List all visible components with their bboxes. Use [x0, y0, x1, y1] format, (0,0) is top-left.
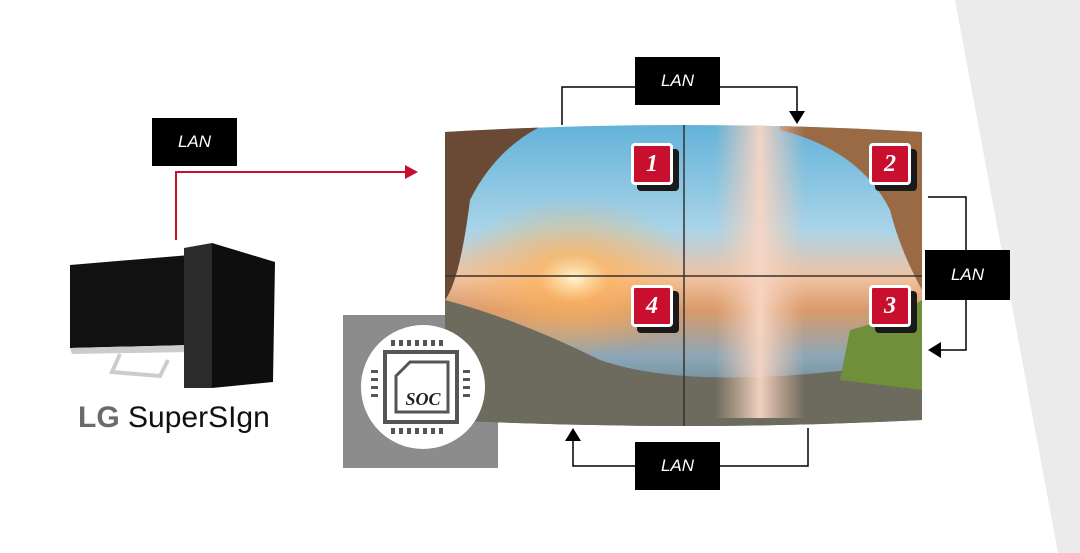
supersign-logo-text: SuperSIgn: [128, 401, 270, 434]
display-badge-3: 3: [869, 285, 911, 327]
soc-label: SOC: [405, 389, 441, 409]
arrow-left-icon: [928, 342, 941, 358]
lan-label-right: LAN: [925, 250, 1010, 300]
pc-to-wall-connection: [175, 171, 408, 240]
display-badge-4: 4: [631, 285, 673, 327]
soc-chip-icon: [361, 325, 485, 449]
arrow-up-icon: [565, 428, 581, 441]
arrow-right-icon: [405, 165, 418, 179]
display-badge-1: 1: [631, 143, 673, 185]
lan-label-bottom: LAN: [635, 442, 720, 490]
lan-label-top: LAN: [635, 57, 720, 105]
top-connection: [561, 86, 635, 125]
video-wall: [445, 125, 922, 426]
lg-supersign-logo: LG SuperSIgn: [78, 400, 270, 436]
pc-icon: [70, 243, 275, 388]
right-connection: [928, 196, 967, 250]
background-panel: [955, 0, 1080, 553]
arrow-down-icon: [789, 111, 805, 124]
lg-logo-text: LG: [78, 401, 120, 434]
bottom-connection: [720, 428, 809, 467]
display-badge-2: 2: [869, 143, 911, 185]
lan-label-left: LAN: [152, 118, 237, 166]
